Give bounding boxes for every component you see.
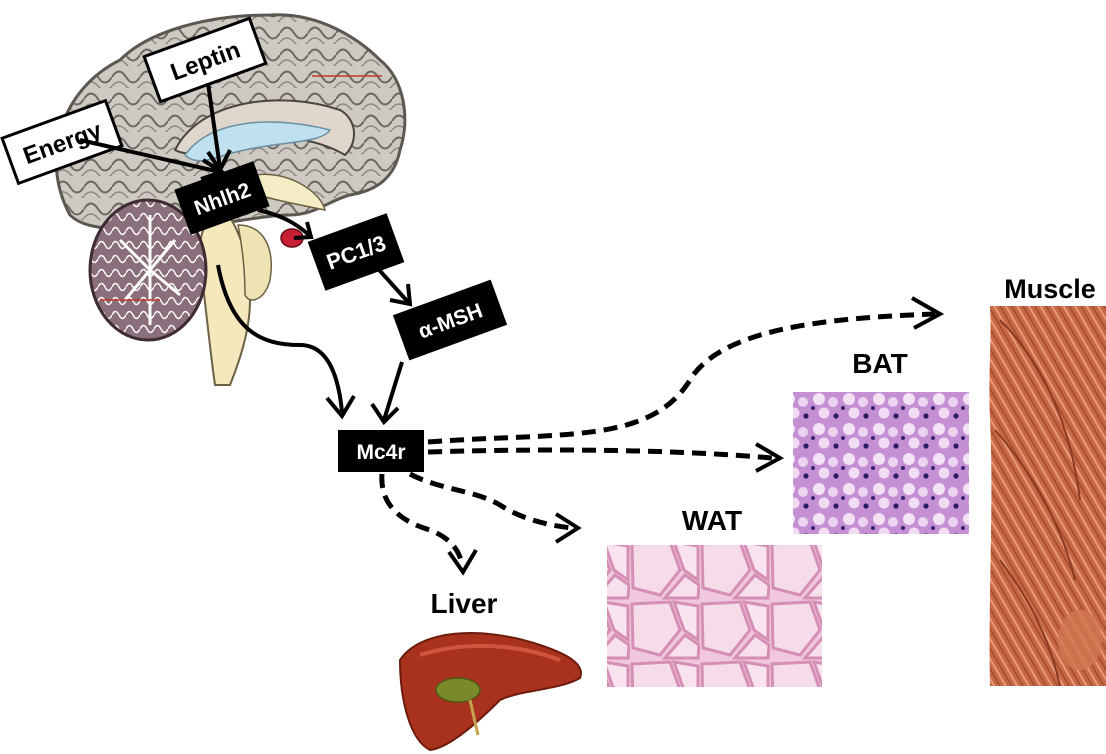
muscle-illustration xyxy=(989,306,1106,686)
muscle-label: Muscle xyxy=(1004,274,1096,304)
bat-label: BAT xyxy=(852,348,907,379)
liver-illustration xyxy=(400,633,581,750)
mc4r-label: Mc4r xyxy=(356,441,405,464)
mc4r-to-wat-arrow xyxy=(410,474,578,542)
mc4r-to-bat-arrow xyxy=(428,444,780,471)
pc13-to-amsh-arrow xyxy=(372,262,410,304)
bat-histology-image xyxy=(793,392,969,534)
liver-label: Liver xyxy=(431,588,498,619)
wat-histology-image xyxy=(607,545,822,687)
mc4r-box: Mc4r xyxy=(338,430,424,472)
wat-label: WAT xyxy=(682,505,742,536)
amsh-to-mc4r-arrow xyxy=(372,362,402,422)
